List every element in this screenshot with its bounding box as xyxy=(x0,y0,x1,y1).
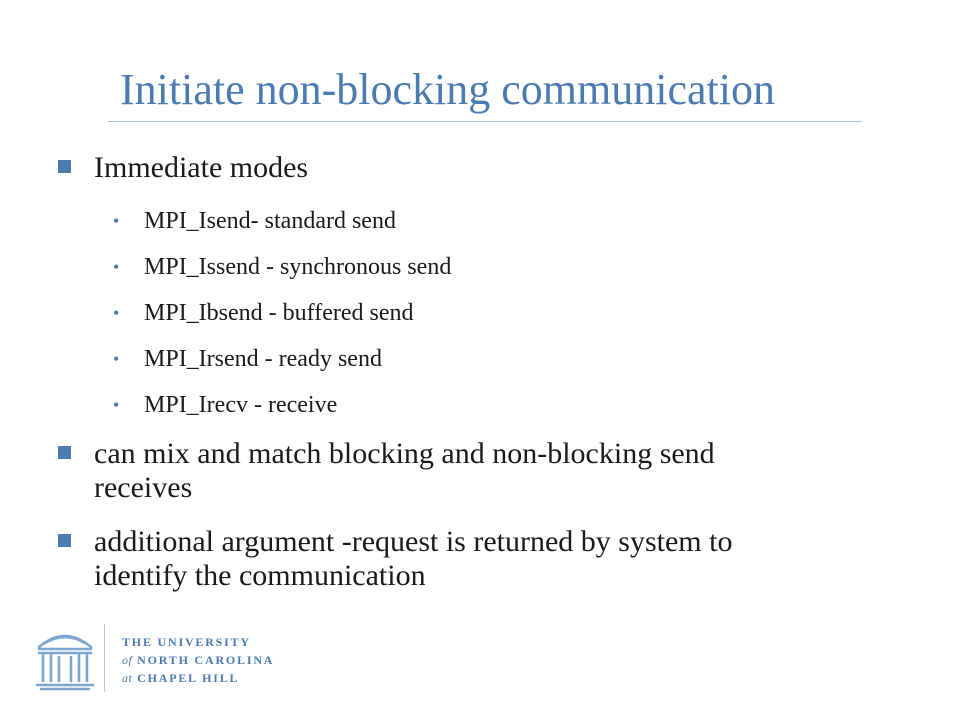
subitem-ibsend: • MPI_Ibsend - buffered send xyxy=(58,299,878,327)
bullet-text-line1: can mix and match blocking and non-block… xyxy=(94,437,715,470)
subitem-text: MPI_Irecv - receive xyxy=(144,392,338,418)
subitem-text: MPI_Issend - synchronous send xyxy=(144,254,452,280)
dot-bullet-icon: • xyxy=(113,395,120,415)
bullet-immediate-modes: Immediate modes xyxy=(58,151,878,185)
subitem-irsend: • MPI_Irsend - ready send xyxy=(58,345,878,373)
subitem-irecv: • MPI_Irecv - receive xyxy=(58,391,878,419)
bullet-text: Immediate modes xyxy=(94,151,309,184)
bullet-mix-and-match: can mix and match blocking and non-block… xyxy=(58,437,878,505)
subitem-text: MPI_Isend- standard send xyxy=(144,208,396,234)
footer-divider xyxy=(104,624,105,692)
dot-bullet-icon: • xyxy=(113,257,120,277)
subitem-text: MPI_Ibsend - buffered send xyxy=(144,300,414,326)
dot-bullet-icon: • xyxy=(113,211,120,231)
wordmark-line-2: of NORTH CAROLINA xyxy=(122,653,275,667)
square-bullet-icon xyxy=(58,160,71,173)
square-bullet-icon xyxy=(58,446,71,459)
subitem-text: MPI_Irsend - ready send xyxy=(144,346,382,372)
subitem-isend: • MPI_Isend- standard send xyxy=(58,207,878,235)
square-bullet-icon xyxy=(58,534,71,547)
subitem-issend: • MPI_Issend - synchronous send xyxy=(58,253,878,281)
bullet-text-line2: identify the communication xyxy=(94,559,426,592)
dot-bullet-icon: • xyxy=(113,349,120,369)
bullet-text-line1: additional argument -request is returned… xyxy=(94,525,733,558)
old-well-icon xyxy=(35,634,95,691)
wordmark-line-1: THE UNIVERSITY xyxy=(122,635,251,649)
university-wordmark: THE UNIVERSITY of NORTH CAROLINA at CHAP… xyxy=(122,633,322,687)
title-divider xyxy=(108,121,862,122)
bullet-request-argument: additional argument -request is returned… xyxy=(58,525,878,593)
dot-bullet-icon: • xyxy=(113,303,120,323)
bullet-text-line2: receives xyxy=(94,471,193,504)
wordmark-line-3: at CHAPEL HILL xyxy=(122,671,240,685)
slide-body: Immediate modes • MPI_Isend- standard se… xyxy=(58,146,878,593)
slide-title: Initiate non-blocking communication xyxy=(120,65,775,114)
